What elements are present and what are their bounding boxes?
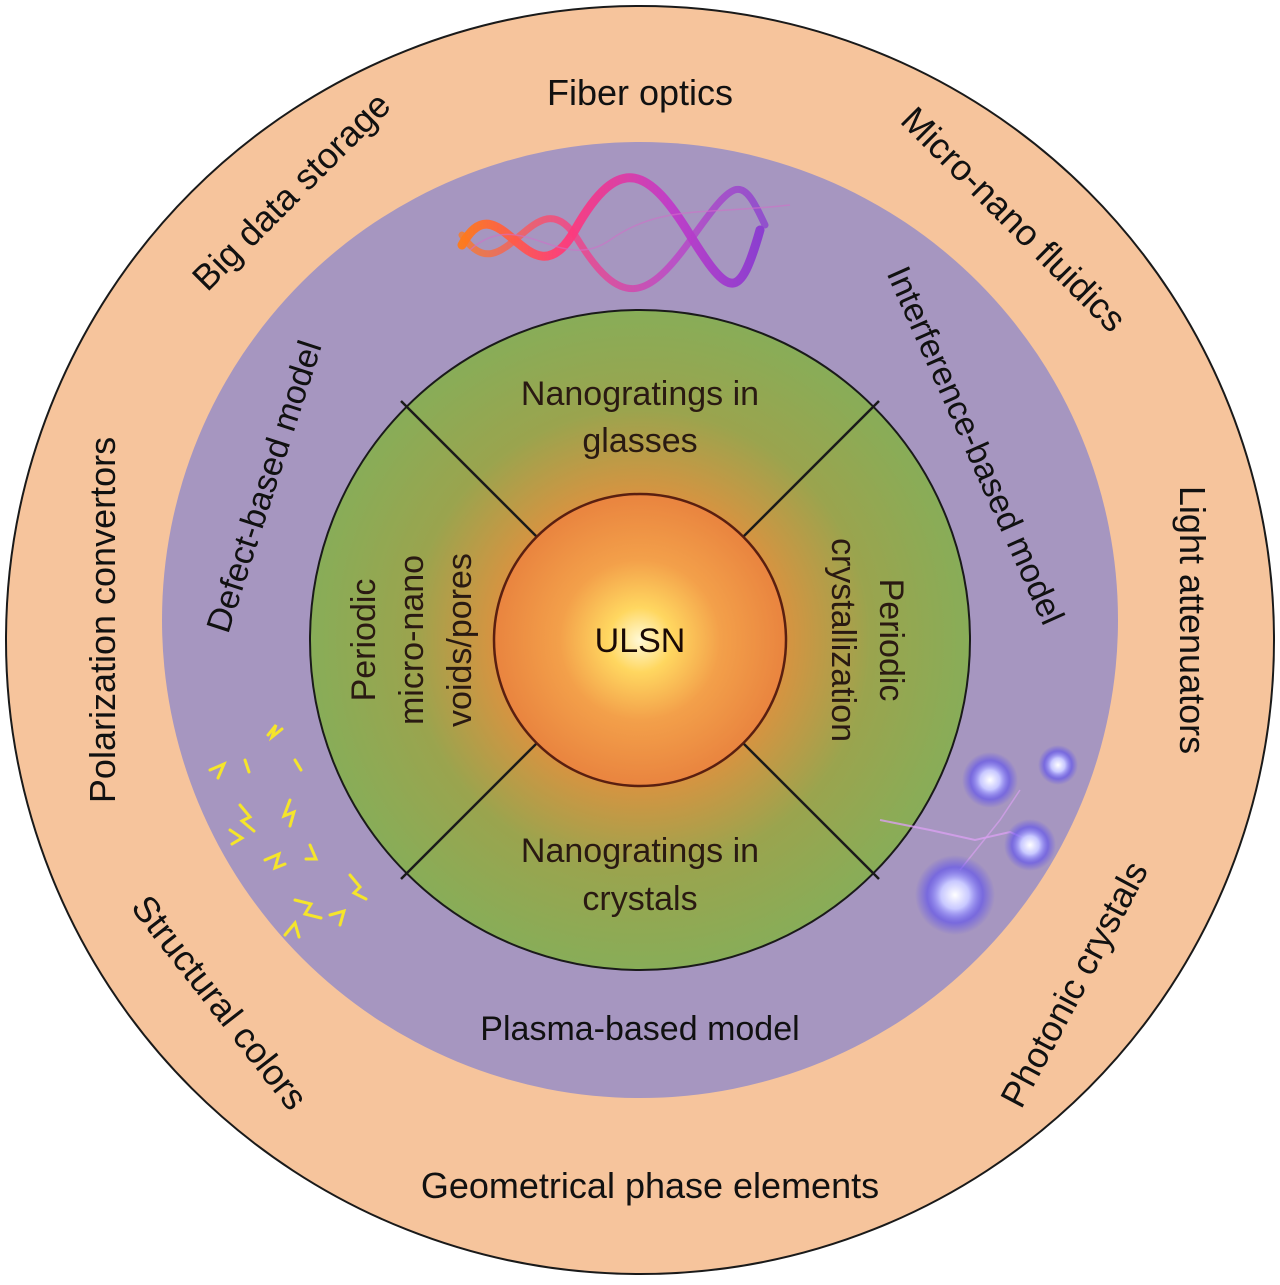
svg-text:voids/pores: voids/pores [441,553,479,727]
inner-ring-dividers [400,400,880,880]
svg-text:Nanogratings in: Nanogratings in [521,375,759,413]
core-circle [492,492,788,788]
app-polarization-convertors: Polarization convertors [82,437,123,803]
plasma-model-label: Plasma-based model [480,1010,799,1048]
svg-text:micro-nano: micro-nano [393,555,431,725]
inner-top-label: Nanogratings in glasses [521,375,759,460]
svg-text:glasses: glasses [582,422,697,460]
app-light-attenuators: Light attenuators [1172,486,1213,754]
plasma-glow-icon [879,745,1078,935]
svg-text:Polarization convertors: Polarization convertors [82,437,123,803]
svg-text:crystals: crystals [582,880,697,918]
inner-left-label: Periodic micro-nano voids/pores [345,553,479,727]
center-label: ULSN [595,622,686,660]
app-geometrical-phase: Geometrical phase elements [421,1165,879,1206]
inner-bottom-label: Nanogratings in crystals [521,832,759,918]
svg-text:Periodic: Periodic [872,579,910,702]
svg-text:crystallization: crystallization [824,538,862,742]
svg-text:Nanogratings in: Nanogratings in [521,832,759,870]
inner-right-label: Periodic crystallization [824,538,910,742]
lightning-sparks-icon [208,724,368,939]
wave-icon [457,173,791,292]
app-fiber-optics: Fiber optics [547,72,733,113]
svg-text:Light attenuators: Light attenuators [1172,486,1213,754]
svg-text:Periodic: Periodic [345,579,383,702]
